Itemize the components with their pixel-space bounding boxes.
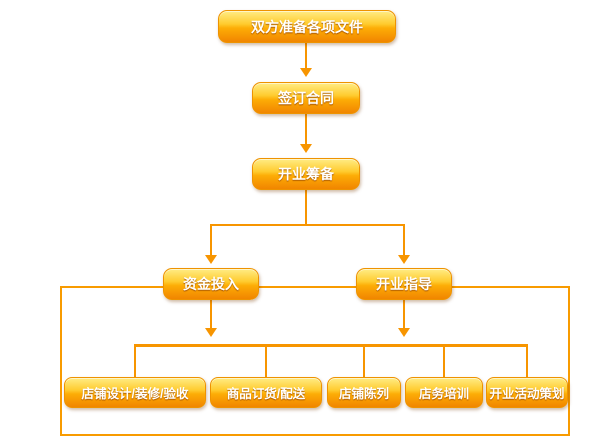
node-opening-preparation: 开业筹备 — [252, 158, 360, 190]
arrowhead-down-icon — [398, 255, 410, 264]
node-capital-investment: 资金投入 — [163, 268, 259, 300]
arrowhead-down-icon — [205, 255, 217, 264]
group-border — [60, 286, 570, 436]
node-shop-display: 店铺陈列 — [327, 377, 401, 408]
connector-drop-shop-display — [363, 344, 365, 377]
connector-capital-stem — [210, 300, 212, 328]
connector-sign-to-preparation — [305, 114, 307, 144]
arrowhead-down-icon — [205, 328, 217, 337]
connector-split-bar — [210, 224, 405, 226]
connector-prepare-to-sign — [305, 43, 307, 68]
arrowhead-down-icon — [300, 144, 312, 153]
node-shop-design: 店铺设计/装修/验收 — [64, 377, 206, 408]
node-goods-ordering: 商品订货/配送 — [210, 377, 322, 408]
arrowhead-down-icon — [398, 328, 410, 337]
node-store-training: 店务培训 — [405, 377, 483, 408]
connector-to-guidance — [403, 224, 405, 255]
node-prepare-documents: 双方准备各项文件 — [218, 10, 396, 43]
connector-to-capital — [210, 224, 212, 255]
node-opening-guidance: 开业指导 — [356, 268, 452, 300]
connector-preparation-stem — [305, 190, 307, 226]
connector-drop-store-training — [443, 344, 445, 377]
connector-drop-shop-design — [134, 344, 136, 377]
connector-drop-goods-ordering — [265, 344, 267, 377]
connector-bottom-bus — [134, 344, 528, 347]
connector-drop-opening-planning — [526, 344, 528, 377]
node-sign-contract: 签订合同 — [252, 82, 360, 114]
node-opening-event-planning: 开业活动策划 — [486, 377, 568, 408]
connector-guidance-stem — [403, 300, 405, 328]
arrowhead-down-icon — [300, 68, 312, 77]
